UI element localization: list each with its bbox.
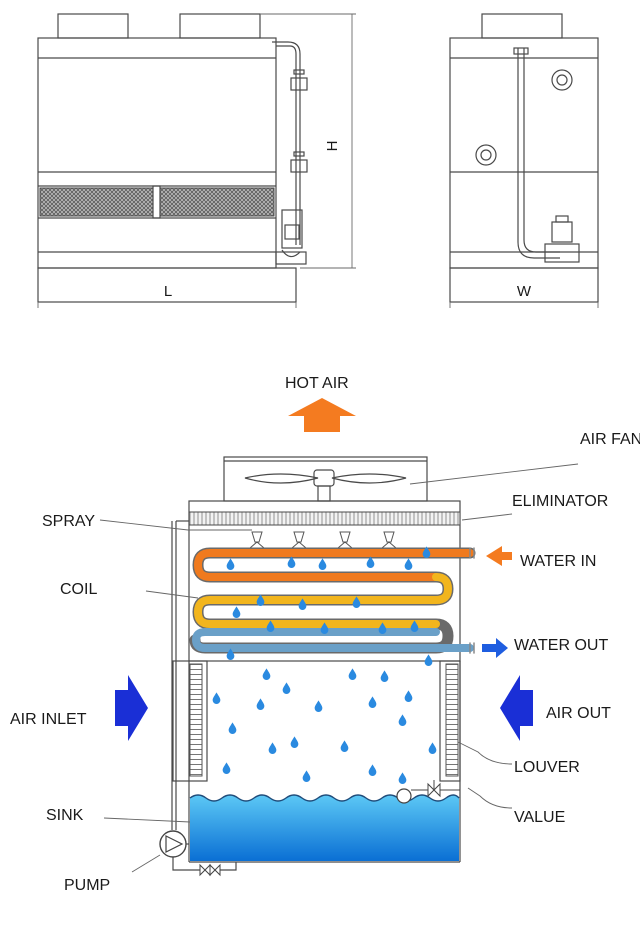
pump-piping [159,521,237,877]
dimension-height-label: H [324,141,341,152]
water-in-label: WATER IN [520,553,596,570]
air-inlet-label: AIR INLET [10,711,87,728]
coil [189,547,476,654]
water-in-arrow-icon [486,546,512,566]
spray-nozzles [249,531,397,549]
value-label: VALUE [514,809,565,826]
pump-label: PUMP [64,877,110,894]
fan-housing [223,456,428,502]
air-fan-label: AIR FAN [580,431,640,448]
eliminator-label: ELIMINATOR [512,493,608,510]
louver-right [445,663,459,777]
spray-label: SPRAY [42,513,95,530]
water-out-arrow-icon [482,638,508,658]
leader-lines [99,463,579,873]
coil-label: COIL [60,581,97,598]
louver-left [189,663,203,777]
hot-air-arrow-icon [288,398,356,432]
air-out-arrow-icon [500,675,533,741]
air-inlet-arrow-icon [115,675,148,741]
front-view-drawing [37,13,356,308]
tower-body [172,500,461,863]
float-valve [396,780,460,804]
dimension-length-label: L [164,283,172,300]
dimension-width-label: W [517,283,532,300]
water-surface-line [189,794,460,802]
hot-air-label: HOT AIR [285,375,349,392]
eliminator [188,511,461,526]
air-out-label: AIR OUT [546,705,611,722]
louver-label: LOUVER [514,759,580,776]
sink-water [190,795,459,861]
water-out-label: WATER OUT [514,637,608,654]
side-view-drawing [449,13,599,308]
schematic-labels: HOT AIR AIR FAN ELIMINATOR SPRAY WATER I… [10,375,640,894]
sink-label: SINK [46,807,84,824]
